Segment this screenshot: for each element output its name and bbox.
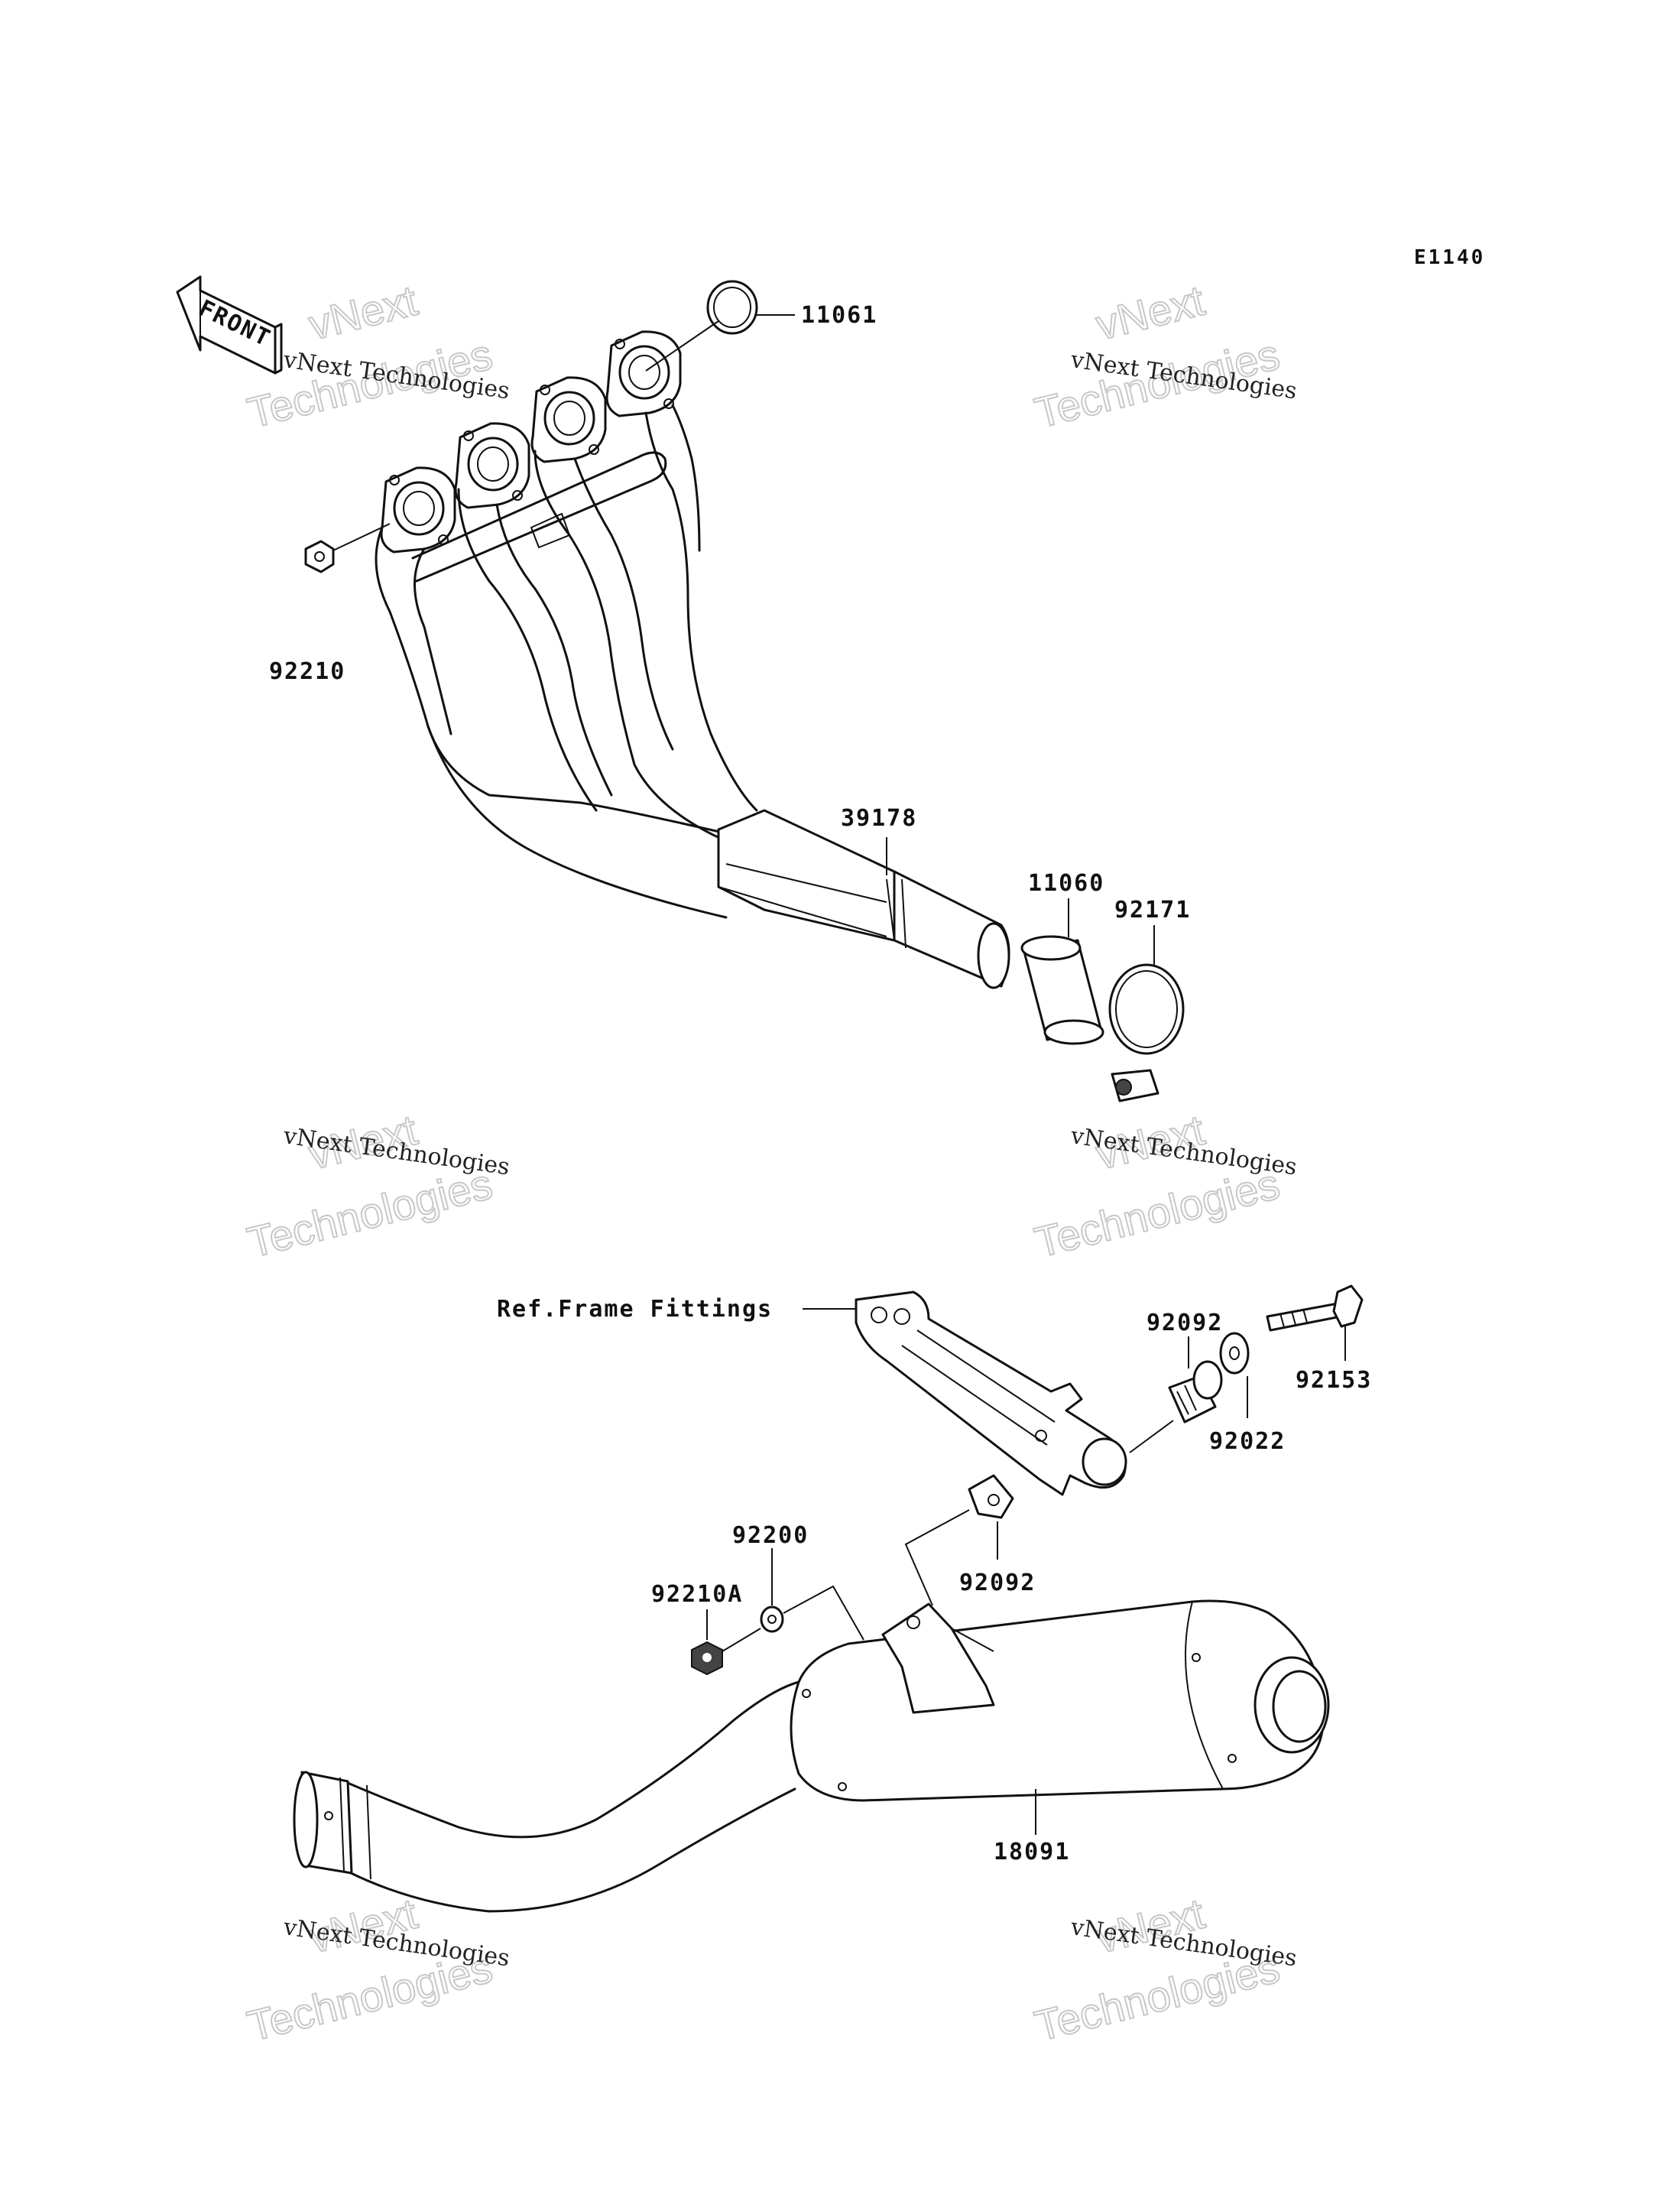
watermark-3: vNext Technologies vNext Technologies	[242, 1105, 511, 1268]
header-flange-3	[530, 376, 607, 463]
watermark-4: vNext Technologies vNext Technologies	[1030, 1105, 1299, 1268]
part-label-92200: 92200	[732, 1522, 809, 1549]
nut-92210	[304, 540, 335, 573]
leader-92210	[332, 523, 391, 551]
part-label-92171: 92171	[1114, 897, 1191, 924]
washer-92200	[760, 1605, 784, 1633]
header-flange-1	[380, 466, 456, 554]
part-label-39178: 39178	[841, 805, 917, 832]
leader-92210A-b	[722, 1628, 761, 1652]
grommet-92092-top	[1168, 1360, 1223, 1424]
front-arrow-icon: FRONT	[176, 275, 283, 375]
svg-text:Technologies: Technologies	[1030, 1159, 1284, 1266]
diagram-code: E1140	[1414, 246, 1485, 269]
front-arrow-label: FRONT	[194, 295, 275, 352]
leader-92200-b	[783, 1585, 864, 1641]
bolt-92153	[1266, 1284, 1364, 1332]
leader-11061-b	[645, 320, 719, 372]
watermark-6: vNext Technologies vNext Technologies	[1030, 1888, 1299, 2051]
part-label-92092-top: 92092	[1146, 1310, 1223, 1336]
sleeve-11060	[1020, 935, 1104, 1045]
part-label-11060: 11060	[1028, 870, 1104, 897]
part-label-18091: 18091	[994, 1839, 1070, 1865]
gasket-11061	[706, 280, 758, 335]
part-label-92210: 92210	[269, 658, 345, 685]
grommet-92092-bottom	[968, 1474, 1014, 1519]
clamp-92171	[1108, 963, 1185, 1102]
ref-frame-fittings-label: Ref.Frame Fittings	[497, 1296, 773, 1323]
part-label-92092-bottom: 92092	[959, 1570, 1036, 1596]
part-label-92022: 92022	[1209, 1428, 1286, 1455]
exhaust-header-pipes	[375, 330, 1010, 989]
svg-text:vNext: vNext	[1091, 276, 1210, 349]
nut-92210A	[691, 1641, 723, 1676]
frame-bracket	[855, 1291, 1127, 1496]
washer-92022	[1219, 1332, 1250, 1375]
watermark-2: vNext Technologies vNext Technologies	[1030, 275, 1299, 438]
svg-text:Technologies: Technologies	[243, 1159, 497, 1266]
svg-text:vNext: vNext	[304, 276, 423, 349]
muffler-18091	[293, 1599, 1330, 1913]
part-label-92153: 92153	[1296, 1367, 1372, 1394]
leader-92092-top-b	[1129, 1420, 1174, 1453]
header-flange-4	[605, 330, 682, 417]
leader-92092-bottom-b	[904, 1509, 970, 1606]
part-label-11061: 11061	[801, 302, 877, 329]
watermark-1: vNext Technologies vNext Technologies	[242, 275, 511, 438]
part-label-92210A: 92210A	[651, 1581, 743, 1608]
header-flange-2	[454, 422, 530, 509]
watermark-5: vNext Technologies vNext Technologies	[242, 1888, 511, 2051]
